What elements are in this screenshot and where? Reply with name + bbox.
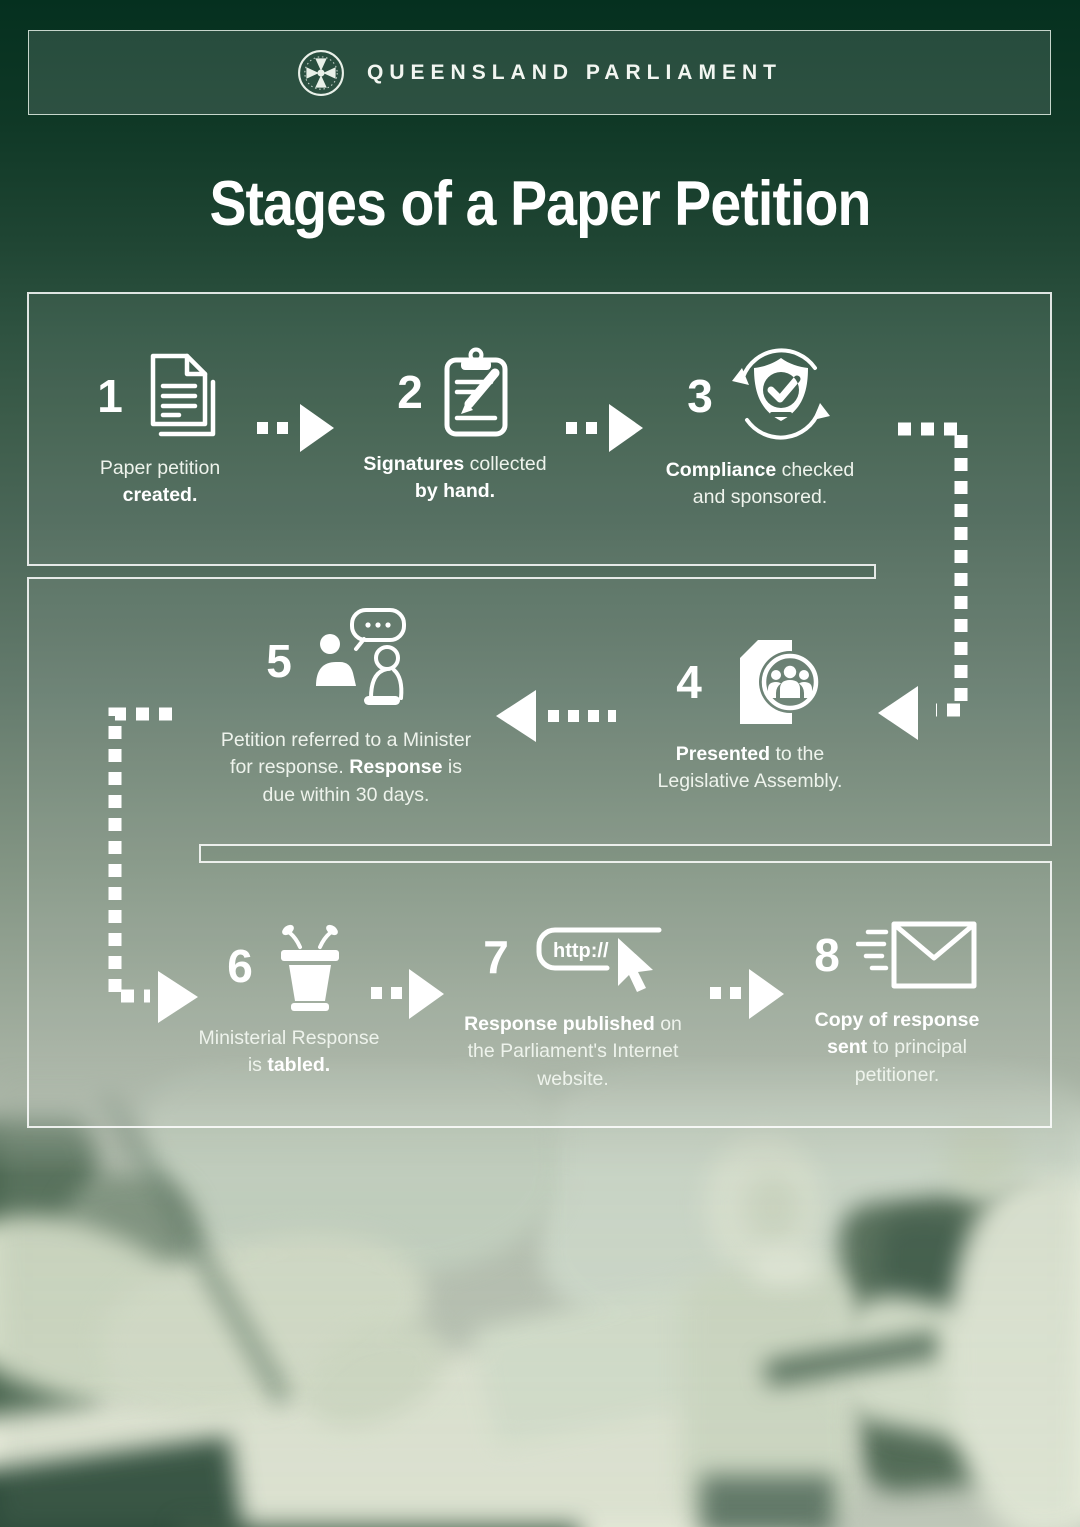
podium-icon [269, 920, 351, 1012]
stage-number: 6 [227, 940, 253, 992]
stage-number: 8 [814, 929, 840, 981]
website-url-cursor-icon: http:// [525, 916, 663, 998]
stage-number: 2 [397, 366, 423, 418]
stage-number: 3 [687, 370, 713, 422]
stage-4: 4 [618, 636, 882, 796]
header-banner: QUEENSLAND PARLIAMENT [28, 30, 1051, 115]
photo-shape-person [745, 1175, 801, 1241]
parliament-crest-icon [297, 49, 345, 97]
stage-number: 1 [97, 370, 123, 422]
page-title: Stages of a Paper Petition [209, 169, 871, 239]
photo-shape-desk [180, 1525, 580, 1527]
photo-petition-signing [0, 1035, 1080, 1527]
brand-text: QUEENSLAND PARLIAMENT [367, 60, 782, 84]
stage-number: 5 [266, 635, 292, 687]
stage-number: 7 [483, 931, 509, 983]
stage-number: 4 [676, 656, 702, 708]
envelope-send-icon [855, 916, 980, 994]
photo-tint-overlay [0, 1055, 1080, 1527]
compliance-shield-icon [729, 348, 833, 444]
stage-5: 5 Petiti [204, 608, 488, 809]
document-people-icon [718, 636, 824, 728]
photo-shape-person [700, 1475, 835, 1527]
stage-3: 3 [622, 348, 898, 512]
clipboard-signature-icon [439, 346, 513, 438]
minister-discussion-icon [308, 608, 426, 714]
photo-shape-person [950, 1175, 1080, 1527]
photo-shape-person [752, 1251, 818, 1285]
paper-document-icon [139, 350, 223, 442]
url-text: http:// [553, 940, 609, 962]
